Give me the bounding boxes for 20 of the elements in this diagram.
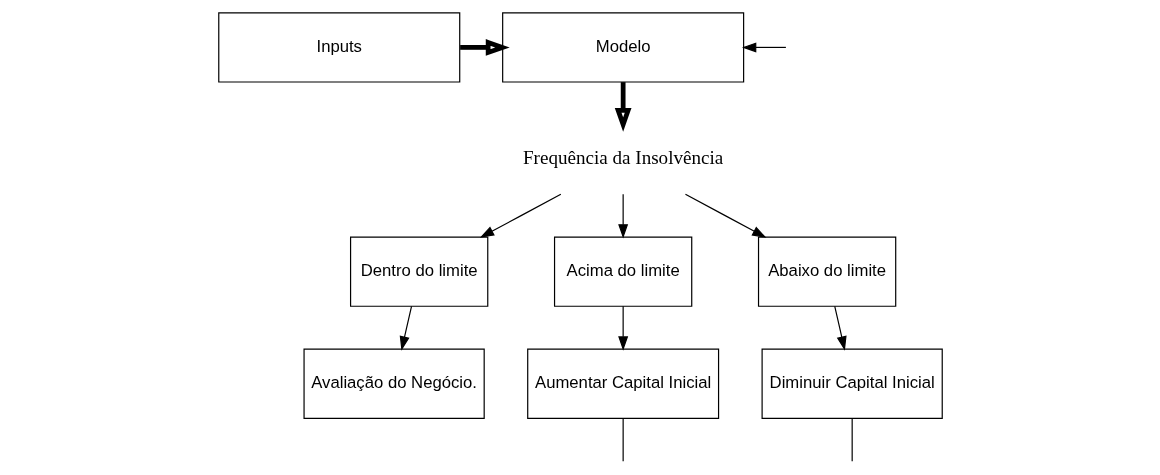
arrow	[479, 193, 561, 238]
node-box: Aumentar Capital Inicial	[526, 348, 719, 419]
node-box: Inputs	[217, 12, 460, 83]
arrow	[399, 305, 412, 351]
arrow	[614, 82, 631, 132]
node-box: Acima do limite	[553, 236, 692, 307]
arrow	[617, 193, 628, 239]
node-box: Dentro do limite	[349, 236, 488, 307]
connector	[622, 418, 624, 462]
arrow	[833, 305, 847, 351]
arrow	[741, 42, 786, 53]
arrow	[459, 39, 510, 56]
arrow	[684, 193, 766, 238]
connector	[851, 418, 853, 462]
node-box: Diminuir Capital Inicial	[761, 348, 943, 419]
node-box: Abaixo do limite	[757, 236, 896, 307]
node-box: Avaliação do Negócio.	[302, 348, 485, 419]
node-box: Modelo	[501, 12, 744, 83]
arrow	[617, 305, 628, 351]
node-text: Frequência da Insolvência	[522, 147, 723, 169]
